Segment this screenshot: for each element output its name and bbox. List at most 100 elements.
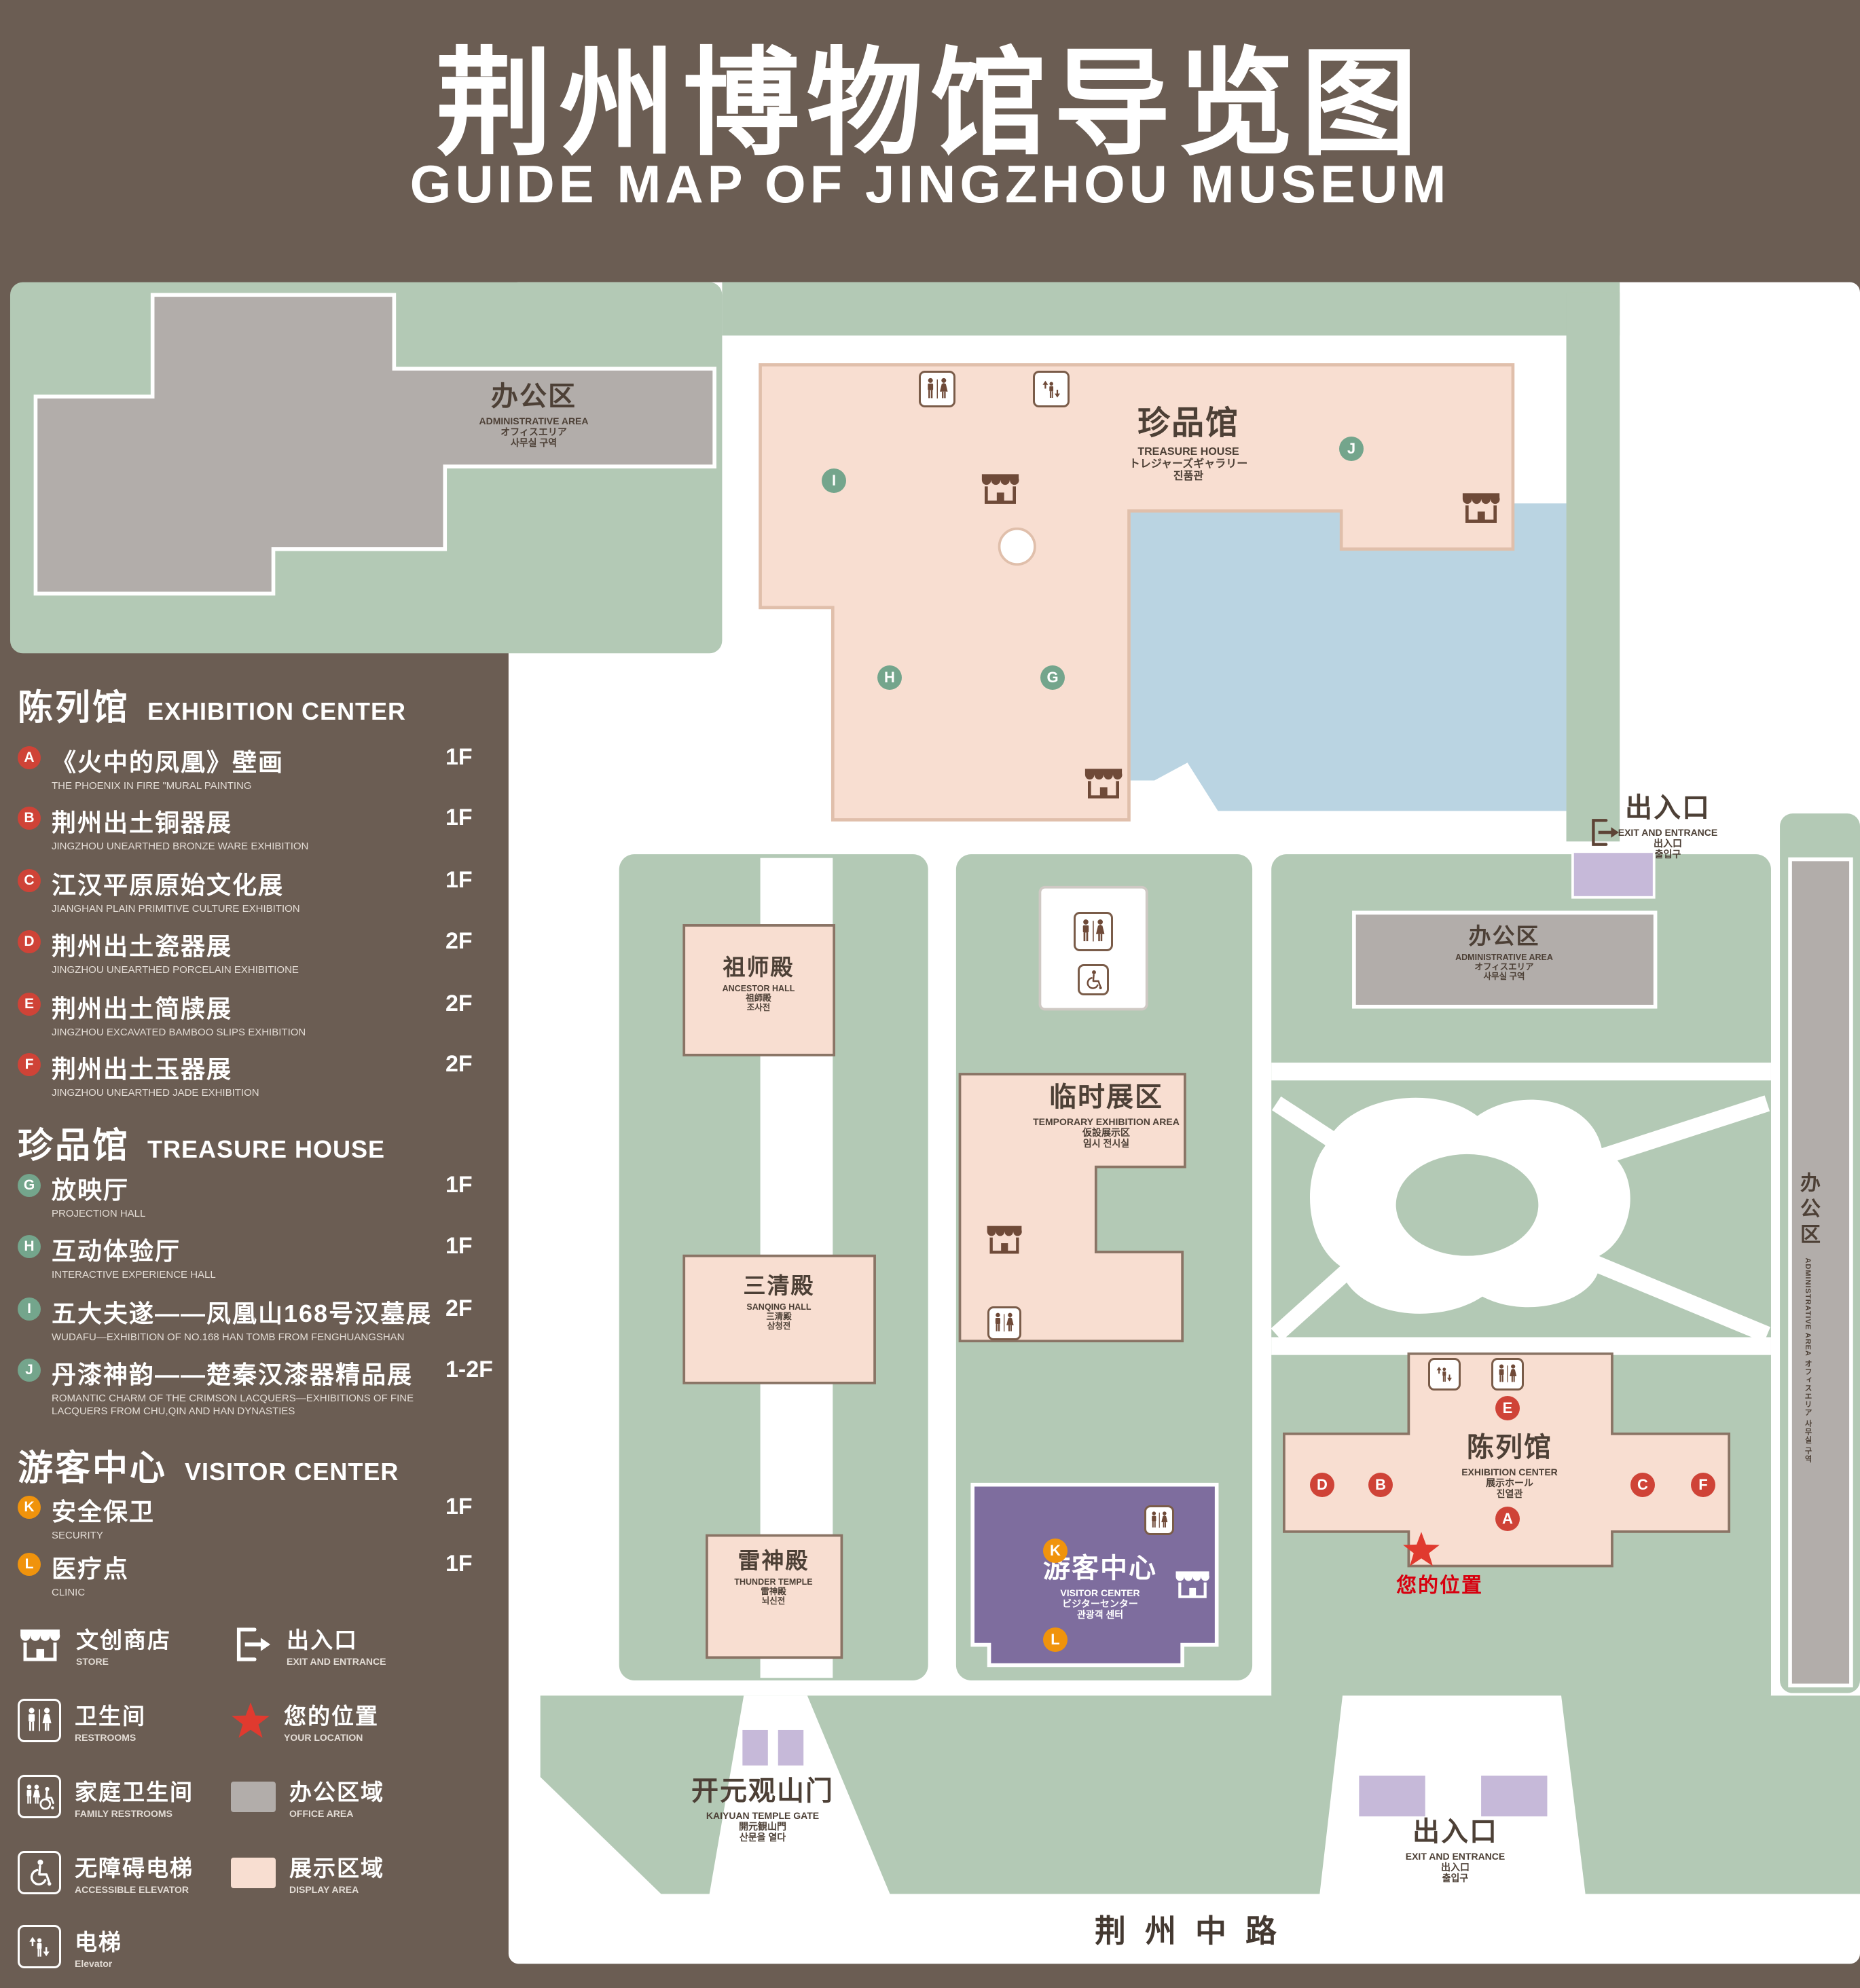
label-zh: 办公区 xyxy=(491,382,577,411)
item-floor: 1F xyxy=(445,1494,473,1520)
marker-badge-j: J xyxy=(18,1359,41,1382)
exit-icon xyxy=(1587,815,1621,849)
garden-island xyxy=(1396,1154,1539,1256)
label-jp: 出入口 xyxy=(1654,837,1682,849)
sidebar-item-text: 《火中的凤凰》壁画 THE PHOENIX IN FIRE "MURAL PAI… xyxy=(52,743,284,793)
green-top-strip xyxy=(722,282,1620,336)
admin-northwest-label: 办公区 ADMINISTRATIVE AREA オフィスエリア 사무실 구역 xyxy=(479,382,589,448)
label-en: EXHIBITION CENTER xyxy=(1461,1466,1558,1477)
legend-en: YOUR LOCATION xyxy=(284,1732,363,1743)
label-en: KAIYUAN TEMPLE GATE xyxy=(706,1809,820,1821)
label-kr: 뇌신전 xyxy=(761,1596,786,1606)
item-title-zh: 荆州出土玉器展 xyxy=(52,1055,233,1083)
label-zh: 开元观山门 xyxy=(691,1776,834,1806)
marker-badge-d: D xyxy=(18,930,41,953)
map-marker-d: D xyxy=(1310,1473,1334,1497)
label-en: TREASURE HOUSE xyxy=(1137,445,1239,458)
family-restroom-icon xyxy=(18,1775,61,1818)
legend-zh: 卫生间 xyxy=(75,1704,146,1729)
label-en: SANQING HALL xyxy=(746,1302,812,1312)
label-zh: 办公区 xyxy=(1468,923,1540,949)
label-jp: 開元観山門 xyxy=(739,1820,786,1832)
restroom-icon xyxy=(987,1306,1021,1340)
map-marker-g: G xyxy=(1040,665,1065,690)
sidebar-item-text: 放映厅 PROJECTION HALL xyxy=(52,1171,145,1221)
exit-northeast-label: 出入口 EXIT AND ENTRANCE 出入口 출입구 xyxy=(1618,793,1718,860)
sidebar-item-text: 安全保卫 SECURITY xyxy=(52,1492,155,1543)
legend-en: EXIT AND ENTRANCE xyxy=(287,1656,386,1667)
label-zh: 出入口 xyxy=(1412,1817,1498,1847)
legend-en: FAMILY RESTROOMS xyxy=(75,1808,172,1819)
ancestor-hall-label: 祖师殿 ANCESTOR HALL 祖師殿 조사전 xyxy=(723,955,795,1012)
label-jp: ビジターセンター xyxy=(1062,1598,1138,1609)
label-kr: 사무실 구역 xyxy=(510,437,558,448)
marker-badge-k: K xyxy=(18,1496,41,1519)
label-zh: 陈列馆 xyxy=(1466,1433,1552,1462)
label-zh: 雷神殿 xyxy=(737,1548,809,1573)
label-kr: 사무실 구역 xyxy=(1483,972,1525,982)
path-south-exit-plaza xyxy=(1319,1695,1586,1894)
your-location-star-icon xyxy=(1402,1531,1440,1568)
exit-icon xyxy=(231,1623,273,1665)
thunder-temple-label: 雷神殿 THUNDER TEMPLE 雷神殿 뇌신전 xyxy=(734,1548,812,1606)
your-location-star-icon xyxy=(231,1701,270,1740)
sidebar-section-treasure-header: 珍品馆 TREASURE HOUSE xyxy=(18,1117,385,1168)
legend-restroom: 卫生间 RESTROOMS xyxy=(18,1698,146,1743)
legend-zh: 展示区域 xyxy=(289,1856,384,1881)
store-icon xyxy=(18,1625,62,1664)
item-title-zh: 放映厅 xyxy=(52,1176,130,1204)
admin-east-strip-label: 办公区 ADMINISTRATIVE AREA オフィスエリア 사무실 구역 xyxy=(1793,1086,1823,1548)
sidebar-item-f: F 荆州出土玉器展 JINGZHOU UNEARTHED JADE EXHIBI… xyxy=(18,1050,493,1100)
sidebar-item-l: L 医疗点 CLINIC 1F xyxy=(18,1549,493,1600)
item-title-zh: 丹漆神韵——楚秦汉漆器精品展 xyxy=(52,1361,414,1388)
legend-accessible-elevator: 无障碍电梯 ACCESSIBLE ELEVATOR xyxy=(18,1850,194,1895)
item-title-en: JIANGHAN PLAIN PRIMITIVE CULTURE EXHIBIT… xyxy=(52,903,300,915)
sidebar-item-c: C 江汉平原原始文化展 JIANGHAN PLAIN PRIMITIVE CUL… xyxy=(18,866,493,916)
marker-badge-b: B xyxy=(18,807,41,830)
map-marker-c: C xyxy=(1630,1473,1655,1497)
item-floor: 1-2F xyxy=(445,1357,493,1382)
section-title-en: VISITOR CENTER xyxy=(185,1458,399,1486)
item-title-zh: 荆州出土瓷器展 xyxy=(52,932,233,960)
legend-office-area: 办公区域 OFFICE AREA xyxy=(231,1774,384,1819)
label-zh: 出入口 xyxy=(1625,793,1711,823)
legend-text: 无障碍电梯 ACCESSIBLE ELEVATOR xyxy=(75,1850,194,1895)
legend-zh: 无障碍电梯 xyxy=(75,1856,194,1881)
item-floor: 2F xyxy=(445,928,473,954)
label-zh: 办公区 xyxy=(1797,1171,1819,1249)
label-zh: 临时展区 xyxy=(1048,1082,1163,1112)
green-lake-east-strip xyxy=(1566,292,1620,842)
restroom-icon xyxy=(919,371,955,407)
label-jp: オフィスエリア xyxy=(1804,1359,1812,1416)
legend-text: 出入口 EXIT AND ENTRANCE xyxy=(287,1622,386,1667)
item-title-zh: 五大夫遂——凤凰山168号汉墓展 xyxy=(52,1300,433,1327)
admin-building-east xyxy=(1352,910,1658,1009)
marker-badge-c: C xyxy=(18,869,41,892)
item-title-en: WUDAFU—EXHIBITION OF NO.168 HAN TOMB FRO… xyxy=(52,1331,405,1343)
legend-zh: 出入口 xyxy=(287,1627,358,1653)
marker-badge-e: E xyxy=(18,993,41,1016)
label-en: ADMINISTRATIVE AREA xyxy=(479,415,589,426)
label-jp: オフィスエリア xyxy=(500,426,567,437)
label-kr: 출입구 xyxy=(1442,1872,1469,1883)
lake xyxy=(1029,503,1567,811)
sidebar-item-text: 荆州出土铜器展 JINGZHOU UNEARTHED BRONZE WARE E… xyxy=(52,803,308,853)
sidebar-item-text: 医疗点 CLINIC xyxy=(52,1549,129,1600)
label-kr: 출입구 xyxy=(1654,848,1681,860)
item-title-en: INTERACTIVE EXPERIENCE HALL xyxy=(52,1269,216,1281)
store-icon xyxy=(1082,764,1125,802)
label-kr: 삼청전 xyxy=(767,1321,791,1331)
label-zh: 珍品馆 xyxy=(1137,405,1239,441)
restroom-icon xyxy=(1074,912,1113,951)
item-title-en: THE PHOENIX IN FIRE "MURAL PAINTING xyxy=(52,780,252,792)
marker-badge-l: L xyxy=(18,1553,41,1576)
legend-text: 展示区域 DISPLAY AREA xyxy=(289,1850,384,1895)
legend-zh: 办公区域 xyxy=(289,1780,384,1805)
legend-text: 办公区域 OFFICE AREA xyxy=(289,1774,384,1819)
item-floor: 2F xyxy=(445,1051,473,1077)
label-kr: 관광객 센터 xyxy=(1076,1608,1124,1620)
item-title-en: SECURITY xyxy=(52,1530,103,1541)
store-icon xyxy=(1460,488,1502,526)
map-marker-k: K xyxy=(1043,1539,1068,1563)
display-area-swatch xyxy=(231,1857,276,1888)
